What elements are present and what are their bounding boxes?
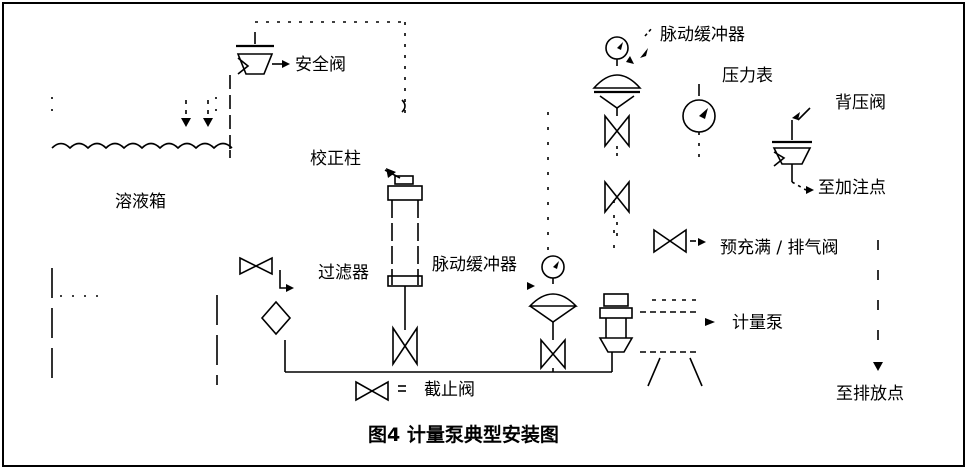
- label-safety-valve: 安全阀: [295, 55, 346, 75]
- discharge-line: [547, 112, 615, 250]
- pulsation-damper-top: [592, 36, 642, 240]
- filter: [239, 256, 292, 372]
- calibration-pointer: [386, 168, 396, 178]
- calibration-column: [384, 169, 423, 330]
- label-to-injection-point: 至加注点: [818, 178, 886, 198]
- damper-top-leader: [644, 27, 653, 37]
- return-line: [185, 75, 231, 158]
- safety-valve-pointer: [282, 60, 290, 68]
- gauge-needle-top: [617, 42, 648, 64]
- filter-pointer: [286, 284, 294, 292]
- figure-caption: 图4 计量泵典型安装图: [368, 424, 559, 446]
- back-pressure-pointer: [792, 112, 814, 194]
- tank-walls: [51, 268, 218, 385]
- pipe-elbow-mark: [401, 99, 406, 113]
- label-prime-vent-valve: 预充满 / 排气阀: [720, 238, 839, 258]
- label-pulsation-damper-top: 脉动缓冲器: [660, 25, 745, 45]
- figure-frame: [2, 2, 965, 467]
- prime-vent-pointer: [698, 238, 706, 246]
- pump-pointer: [705, 318, 715, 326]
- tank-rim-dots: [51, 97, 217, 297]
- stop-valve: [355, 380, 406, 402]
- stop-valve-suction: [392, 325, 418, 367]
- return-arrows: [181, 118, 213, 127]
- label-calibration-column: 校正柱: [310, 149, 361, 169]
- label-stop-valve: 截止阀: [424, 380, 475, 400]
- label-pressure-gauge: 压力表: [722, 66, 773, 86]
- safety-valve-pipe: [255, 21, 406, 120]
- pressure-gauge: [682, 84, 716, 160]
- label-filter: 过滤器: [318, 263, 369, 283]
- label-solution-tank: 溶液箱: [115, 192, 166, 212]
- tank-liquid-surface: [51, 142, 233, 150]
- label-to-drain-point: 至排放点: [836, 384, 904, 404]
- label-back-pressure-valve: 背压阀: [835, 93, 886, 113]
- safety-valve: [236, 32, 286, 75]
- label-pulsation-damper-bottom: 脉动缓冲器: [432, 255, 517, 275]
- label-metering-pump: 计量泵: [732, 313, 783, 333]
- prime-vent-valve: [653, 228, 696, 254]
- pressure-gauge-needle: [699, 108, 708, 119]
- back-pressure-valve: [772, 107, 812, 191]
- drain-pointer: [873, 362, 883, 371]
- pulsation-damper-bottom: [528, 255, 578, 372]
- gauge-needle-bottom: [527, 261, 559, 290]
- metering-pump: [598, 293, 703, 387]
